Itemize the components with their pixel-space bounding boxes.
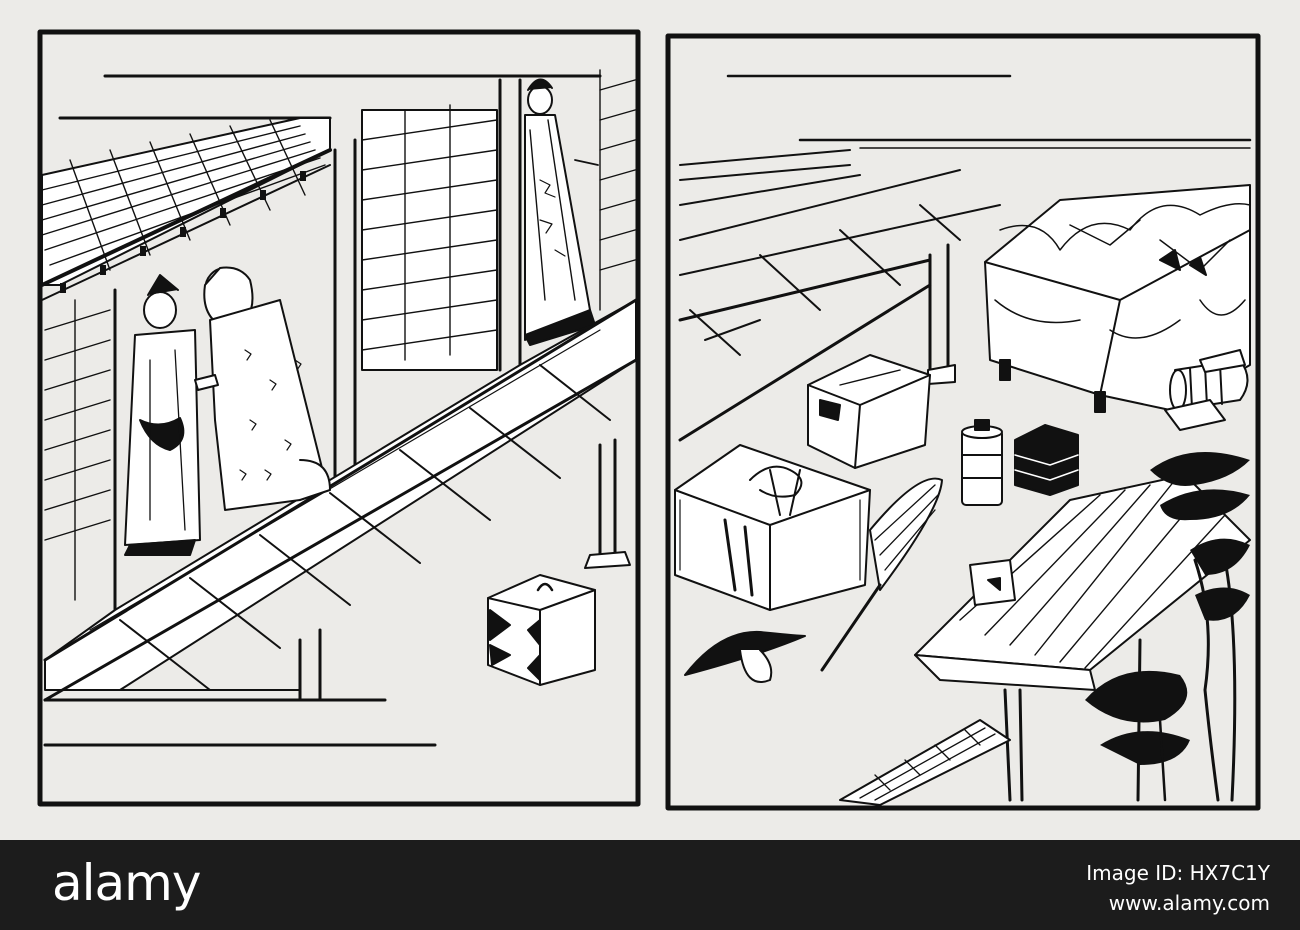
woodblock-print <box>37 29 1261 811</box>
lacquer-box <box>487 574 596 686</box>
straw-hat <box>684 630 806 683</box>
left-wall-screen <box>44 299 111 601</box>
wall-roof <box>839 719 1011 806</box>
right-wall-screen <box>599 69 636 311</box>
large-chest <box>984 184 1251 413</box>
standing-figure-youth <box>124 274 219 556</box>
watermark-bar: alamy Image ID: HX7C1Y www.alamy.com <box>0 840 1300 930</box>
rolled-bundle <box>1164 349 1249 431</box>
print-illustration <box>37 29 1261 811</box>
lacquer-stack <box>1014 424 1079 496</box>
sliding-screen <box>361 104 498 371</box>
image-id: Image ID: HX7C1Y <box>1086 861 1270 885</box>
walkway-floor <box>678 149 1001 442</box>
tiled-roof <box>40 117 332 301</box>
alamy-logo: alamy <box>52 854 201 912</box>
long-handled-fan <box>820 477 943 672</box>
tied-box <box>674 444 871 611</box>
seated-figure-elder <box>203 266 331 511</box>
image-meta: Image ID: HX7C1Y www.alamy.com <box>1086 858 1270 918</box>
left-panel <box>37 29 641 807</box>
small-box <box>807 354 931 469</box>
pine-tree <box>1085 452 1250 802</box>
site-url[interactable]: www.alamy.com <box>1108 891 1270 915</box>
right-panel <box>665 33 1261 811</box>
tiered-container <box>961 419 1003 506</box>
gate-roof <box>914 474 1251 802</box>
standing-figure-woman <box>524 78 599 346</box>
veranda <box>43 298 638 747</box>
